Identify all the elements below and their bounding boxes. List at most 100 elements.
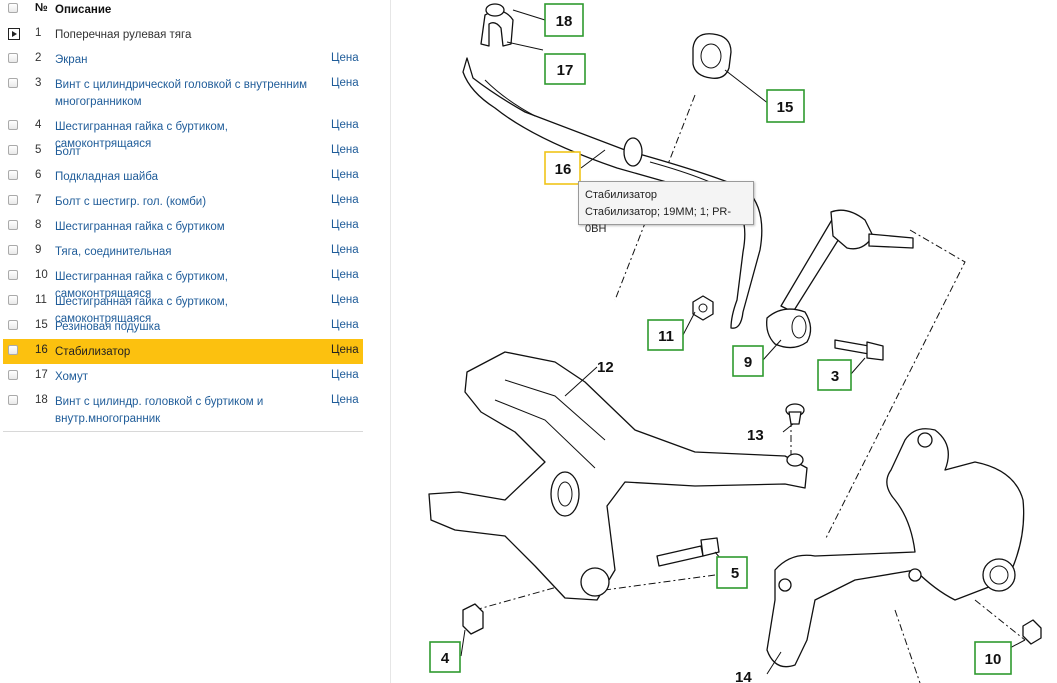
row-description-link[interactable]: Шестигранная гайка с буртиком (55, 221, 225, 233)
row-price-link[interactable]: Цена (331, 144, 359, 156)
table-row[interactable]: 3 Винт с цилиндрической головкой с внутре… (3, 75, 363, 111)
row-checkbox[interactable] (8, 120, 18, 130)
callout-11[interactable]: 11 (647, 319, 684, 351)
table-row[interactable]: 7 Болт с шестигр. гол. (комби) Цена (3, 192, 363, 210)
row-description-link[interactable]: Шестигранная гайка с буртиком, самоконтр… (55, 121, 228, 150)
row-description-link[interactable]: Шестигранная гайка с буртиком, самоконтр… (55, 271, 228, 300)
row-description-link[interactable]: Экран (55, 54, 88, 66)
row-description-link[interactable]: Винт с цилиндр. головкой с буртиком и вн… (55, 396, 264, 425)
rubber-bushing-part[interactable] (692, 33, 732, 79)
wheel-carrier-part[interactable] (766, 428, 1025, 668)
row-checkbox[interactable] (8, 195, 18, 205)
callout-18[interactable]: 18 (544, 3, 584, 37)
svg-text:4: 4 (441, 650, 450, 667)
nut-10-part[interactable] (1022, 619, 1042, 645)
row-checkbox[interactable] (8, 78, 18, 88)
callout-10[interactable]: 10 (974, 641, 1012, 675)
row-number: 8 (35, 219, 42, 231)
row-description-link[interactable]: Винт с цилиндрической головкой с внутрен… (55, 79, 308, 108)
subframe-part[interactable] (428, 351, 808, 601)
row-number: 11 (35, 294, 47, 306)
row-description-link[interactable]: Подкладная шайба (55, 171, 159, 183)
part-tooltip: Стабилизатор Стабилизатор; 19MM; 1; PR-0… (578, 181, 754, 235)
nut-11-part[interactable] (692, 295, 714, 321)
row-number: 7 (35, 194, 42, 206)
callout-9[interactable]: 9 (732, 345, 764, 377)
table-row[interactable]: 16 Стабилизатор Цена (3, 339, 363, 364)
callout-4[interactable]: 4 (429, 641, 461, 673)
row-price-link[interactable]: Цена (331, 77, 359, 89)
row-description-link[interactable]: Болт (55, 146, 81, 158)
svg-text:11: 11 (658, 328, 674, 345)
table-row[interactable]: 4 Шестигранная гайка с буртиком, самоконт… (3, 117, 363, 150)
row-price-link[interactable]: Цена (331, 344, 359, 356)
row-price-link[interactable]: Цена (331, 394, 359, 406)
row-checkbox[interactable] (8, 220, 18, 230)
callout-16[interactable]: 16 (544, 151, 581, 185)
row-price-link[interactable]: Цена (331, 294, 359, 306)
table-row[interactable]: 11 Шестигранная гайка с буртиком, самокон… (3, 292, 363, 325)
label-12[interactable]: 12 (597, 359, 614, 376)
row-price-link[interactable]: Цена (331, 119, 359, 131)
row-checkbox[interactable] (8, 370, 18, 380)
row-price-link[interactable]: Цена (331, 244, 359, 256)
select-all-checkbox[interactable] (8, 3, 18, 13)
row-price-link[interactable]: Цена (331, 319, 359, 331)
label-14[interactable]: 14 (735, 669, 752, 683)
callout-15[interactable]: 15 (766, 89, 805, 123)
row-price-link[interactable]: Цена (331, 52, 359, 64)
row-checkbox[interactable] (8, 170, 18, 180)
row-checkbox[interactable] (8, 320, 18, 330)
bolt-3-part[interactable] (834, 339, 884, 361)
row-number: 3 (35, 77, 42, 89)
row-checkbox[interactable] (8, 395, 18, 405)
row-description-link[interactable]: Шестигранная гайка с буртиком, самоконтр… (55, 296, 228, 325)
row-price-link[interactable]: Цена (331, 369, 359, 381)
row-description-link[interactable]: Поперечная рулевая тяга (55, 29, 192, 41)
current-row-arrow-icon[interactable] (8, 28, 20, 40)
stabilizer-bar-part[interactable] (462, 57, 763, 329)
header-number: № (35, 2, 48, 14)
row-checkbox[interactable] (8, 295, 18, 305)
svg-text:18: 18 (556, 13, 573, 30)
row-price-link[interactable]: Цена (331, 269, 359, 281)
row-price-link[interactable]: Цена (331, 169, 359, 181)
row-number: 16 (35, 344, 48, 356)
callout-5[interactable]: 5 (716, 556, 748, 589)
panel-divider (390, 0, 391, 683)
row-number: 4 (35, 119, 42, 131)
bolt-5-part[interactable] (656, 537, 720, 567)
coupling-rod-part[interactable] (766, 209, 914, 349)
label-13[interactable]: 13 (747, 427, 764, 444)
nut-4-part[interactable] (462, 603, 484, 635)
row-price-link[interactable]: Цена (331, 194, 359, 206)
tooltip-details: Стабилизатор; 19MM; 1; PR-0BH (585, 206, 732, 235)
row-price-link[interactable]: Цена (331, 219, 359, 231)
row-checkbox[interactable] (8, 245, 18, 255)
row-checkbox[interactable] (8, 53, 18, 63)
row-checkbox[interactable] (8, 270, 18, 280)
row-description-link[interactable]: Болт с шестигр. гол. (комби) (55, 196, 207, 208)
clamp-part[interactable] (480, 3, 514, 47)
row-description-link[interactable]: Тяга, соединительная (55, 246, 172, 258)
row-description-link[interactable]: Хомут (55, 371, 88, 383)
svg-text:9: 9 (744, 354, 752, 371)
row-description-link[interactable]: Стабилизатор (55, 346, 131, 358)
table-row[interactable]: 8 Шестигранная гайка с буртиком Цена (3, 217, 363, 235)
washer-13-part[interactable] (785, 403, 805, 425)
callout-17[interactable]: 17 (544, 53, 586, 85)
row-checkbox[interactable] (8, 145, 18, 155)
row-description-link[interactable]: Резиновая подушка (55, 321, 161, 333)
callout-3[interactable]: 3 (817, 359, 852, 391)
row-checkbox[interactable] (8, 345, 18, 355)
